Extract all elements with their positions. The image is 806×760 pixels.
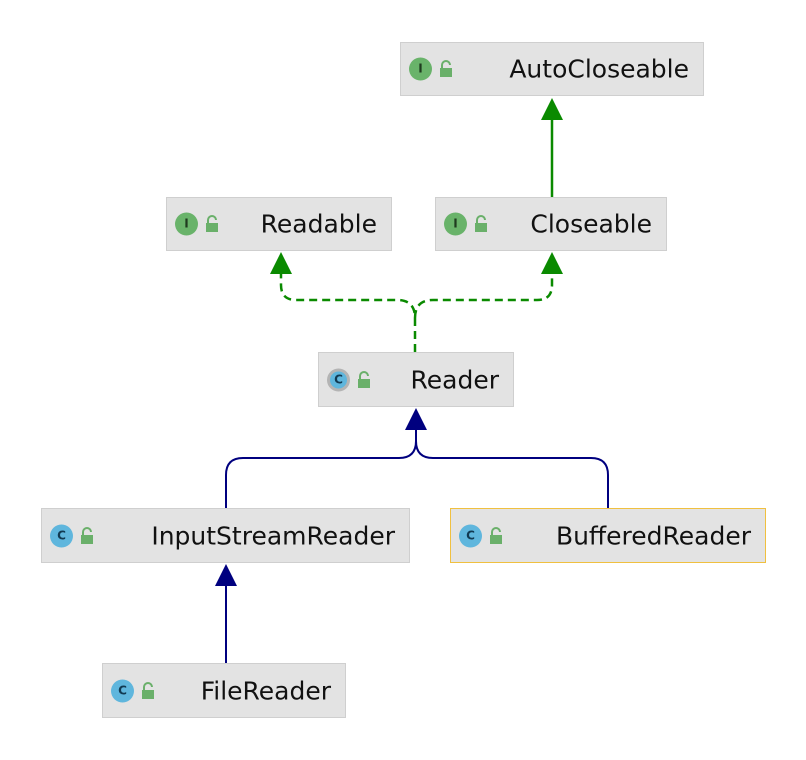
class-icon: C <box>459 524 482 547</box>
node-closeable[interactable]: I Closeable <box>435 197 667 251</box>
public-lock-icon <box>206 215 218 232</box>
edge-reader-readable <box>279 272 417 352</box>
class-icon: C <box>50 524 73 547</box>
edge-bufferedreader-reader <box>415 440 609 508</box>
node-label: AutoCloseable <box>509 54 689 84</box>
arrowhead-inputstreamreader <box>215 564 237 586</box>
node-label: BufferedReader <box>555 521 751 550</box>
interface-icon: I <box>444 212 467 236</box>
arrowhead-autocloseable <box>541 98 563 120</box>
abstract-class-icon: C <box>327 368 350 391</box>
node-label: Reader <box>410 365 499 394</box>
public-lock-icon <box>358 370 370 388</box>
node-label: InputStreamReader <box>151 521 395 550</box>
public-lock-icon <box>490 526 502 544</box>
node-filereader[interactable]: C FileReader <box>102 663 346 718</box>
interface-icon: I <box>409 57 432 81</box>
edge-inputstreamreader-reader <box>225 428 417 508</box>
public-lock-icon <box>142 681 154 699</box>
node-inputstreamreader[interactable]: C InputStreamReader <box>41 508 410 563</box>
node-label: Closeable <box>530 209 652 239</box>
node-reader[interactable]: C Reader <box>318 352 514 407</box>
arrowhead-reader <box>405 408 427 430</box>
node-bufferedreader[interactable]: C BufferedReader <box>450 508 766 563</box>
node-label: FileReader <box>200 676 331 705</box>
node-readable[interactable]: I Readable <box>166 197 392 251</box>
class-icon: C <box>111 679 134 702</box>
arrowhead-closeable <box>541 252 563 274</box>
public-lock-icon <box>475 215 487 232</box>
public-lock-icon <box>81 526 93 544</box>
arrowhead-readable <box>270 252 292 274</box>
node-autocloseable[interactable]: I AutoCloseable <box>400 42 704 96</box>
public-lock-icon <box>440 60 452 77</box>
interface-icon: I <box>175 212 198 236</box>
edge-reader-closeable <box>413 272 554 319</box>
node-label: Readable <box>260 209 377 239</box>
